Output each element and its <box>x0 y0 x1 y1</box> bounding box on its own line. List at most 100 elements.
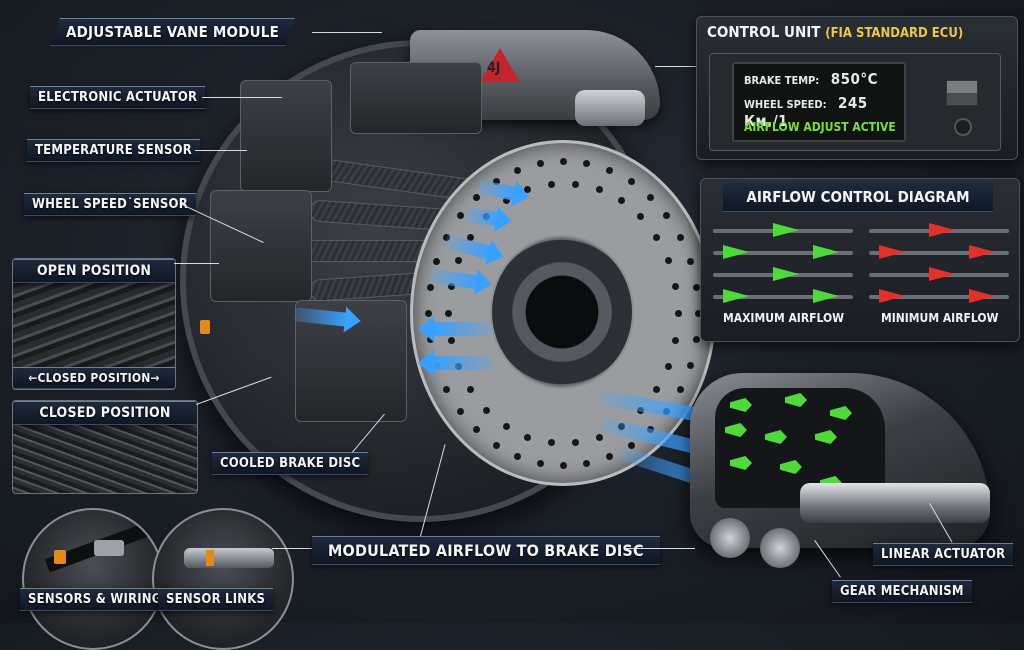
control-unit-title-text: CONTROL UNIT <box>707 23 821 41</box>
disc-drill-hole <box>445 310 452 317</box>
disc-drill-hole <box>427 283 435 291</box>
disc-drill-hole <box>433 258 441 265</box>
label-modulated-airflow: MODULATED AIRFLOW TO BRAKE DISC <box>312 536 660 565</box>
ecu-mini-display <box>946 80 978 106</box>
disc-drill-hole <box>425 310 432 317</box>
flow-arrow-icon <box>929 267 955 281</box>
label-sensors-wiring: SENSORS & WIRING <box>20 588 170 611</box>
disc-drill-hole <box>454 257 462 265</box>
disc-drill-hole <box>617 197 625 205</box>
disc-drill-hole <box>653 386 661 394</box>
disc-drill-hole <box>547 439 555 447</box>
wheel-hub <box>490 235 634 389</box>
leader-line <box>174 263 219 264</box>
leader-line <box>312 32 382 33</box>
ecu-housing: BRAKE TEMP: 850°C WHEEL SPEED: 245 Км./1… <box>709 53 1001 151</box>
open-position-inset: OPEN POSITION ←CLOSED POSITION→ <box>12 258 176 390</box>
ecu-button[interactable] <box>954 118 972 136</box>
flow-arrow-icon <box>773 223 799 237</box>
disc-drill-hole <box>524 433 532 441</box>
brake-temp-label: BRAKE TEMP: <box>744 74 820 87</box>
orange-connector-icon <box>54 550 66 564</box>
label-wheel-speed-sensor: WHEEL SPEED˙SENSOR <box>24 193 196 216</box>
green-vane-icon <box>765 430 787 444</box>
leader-line <box>272 548 312 549</box>
flow-arrow-icon <box>969 245 995 259</box>
sensor-links-inset <box>152 508 294 650</box>
disc-drill-hole <box>560 462 567 469</box>
min-airflow-grill <box>869 219 1009 305</box>
disc-drill-hole <box>443 386 451 393</box>
disc-drill-hole <box>692 283 700 291</box>
disc-drill-hole <box>627 441 635 449</box>
label-temperature-sensor: TEMPERATURE SENSOR <box>27 139 200 162</box>
green-vane-icon <box>725 423 747 437</box>
disc-drill-hole <box>473 193 481 201</box>
disc-drill-hole <box>560 158 567 165</box>
airflow-arrow <box>432 322 492 336</box>
disc-drill-hole <box>606 167 614 175</box>
label-closed-position: CLOSED POSITION <box>13 401 197 425</box>
disc-drill-hole <box>536 459 544 467</box>
flow-arrow-icon <box>879 245 905 259</box>
leader-line <box>655 66 707 67</box>
airflow-arrow <box>432 356 492 370</box>
disc-drill-hole <box>606 452 614 460</box>
label-gear-mechanism: GEAR MECHANISM <box>832 580 972 603</box>
label-closed-position-sub: ←CLOSED POSITION→ <box>13 367 175 389</box>
disc-drill-hole <box>653 233 661 241</box>
label-linear-actuator: LINEAR ACTUATOR <box>873 543 1014 566</box>
wheel-speed-value: 245 Км./1 <box>744 94 868 130</box>
disc-drill-hole <box>473 426 481 434</box>
disc-drill-hole <box>466 233 474 241</box>
label-open-position: OPEN POSITION <box>13 259 175 283</box>
closed-position-inset: CLOSED POSITION <box>12 400 198 494</box>
disc-drill-hole <box>663 212 671 220</box>
disc-drill-hole <box>672 282 680 290</box>
green-vane-icon <box>730 456 752 470</box>
disc-drill-hole <box>572 439 580 447</box>
orange-connector-icon <box>200 320 210 334</box>
brake-temp-value: 850°C <box>830 70 879 88</box>
caliper-logo-badge <box>480 48 520 82</box>
flow-arrow-icon <box>969 289 995 303</box>
sensors-wiring-inset <box>22 508 164 650</box>
disc-drill-hole <box>447 282 455 290</box>
control-unit-title: CONTROL UNIT (FIA STANDARD ECU) <box>707 23 963 41</box>
flow-arrow-icon <box>813 289 839 303</box>
disc-drill-hole <box>547 180 555 188</box>
actuator-module <box>670 368 1004 568</box>
wheel-speed-label: WHEEL SPEED: <box>744 98 827 111</box>
green-vane-icon <box>730 398 752 412</box>
label-sensor-links: SENSOR LINKS <box>158 588 274 611</box>
label-adjustable-vane-module: ADJUSTABLE VANE MODULE <box>50 18 295 46</box>
orange-connector-icon <box>206 550 214 566</box>
disc-drill-hole <box>466 386 474 394</box>
disc-drill-hole <box>502 197 510 205</box>
control-unit-subtitle: (FIA STANDARD ECU) <box>825 26 964 41</box>
disc-drill-hole <box>456 212 464 220</box>
label-electronic-actuator: ELECTRONIC ACTUATOR <box>30 86 206 109</box>
disc-drill-hole <box>595 186 603 194</box>
green-vane-icon <box>830 406 852 420</box>
grill-slat <box>869 295 1009 299</box>
leader-line <box>195 150 247 151</box>
gear-bolt <box>760 528 800 568</box>
disc-drill-hole <box>456 407 464 415</box>
flow-arrow-icon <box>723 289 749 303</box>
disc-drill-hole <box>672 337 680 345</box>
leader-line <box>202 97 282 98</box>
disc-drill-hole <box>583 459 591 467</box>
disc-drill-hole <box>447 337 455 345</box>
disc-drill-hole <box>675 310 682 317</box>
green-vane-icon <box>780 460 802 474</box>
disc-drill-hole <box>595 433 603 441</box>
disc-drill-hole <box>513 452 521 460</box>
disc-drill-hole <box>646 193 654 201</box>
vane-drive-rail <box>350 62 482 134</box>
disc-drill-hole <box>572 180 580 188</box>
disc-drill-hole <box>536 160 544 168</box>
disc-drill-hole <box>513 167 521 175</box>
flow-arrow-icon <box>929 223 955 237</box>
disc-drill-hole <box>686 361 694 369</box>
